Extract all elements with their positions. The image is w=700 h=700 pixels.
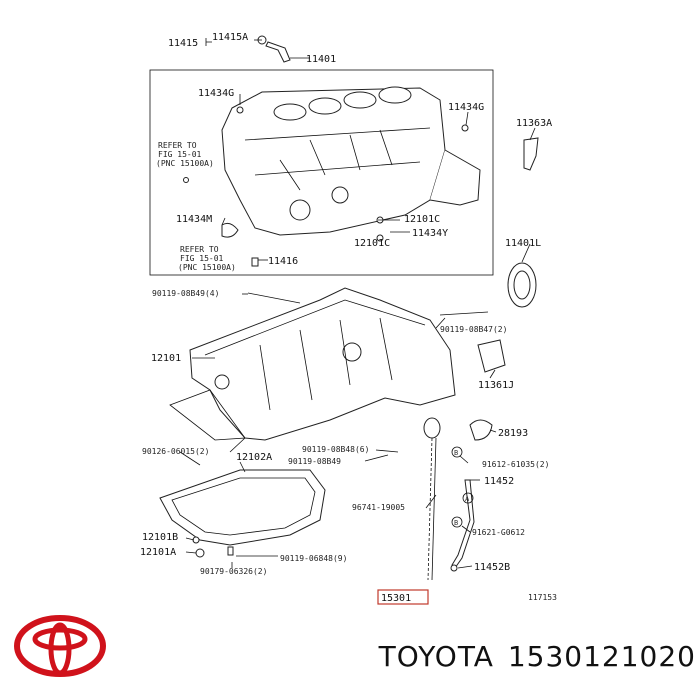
label-11452[interactable]: 11452 [484,476,514,487]
oil-pan-12102A-drawing [159,469,326,546]
label-12101B[interactable]: 12101B [142,532,178,543]
refer2-line2: FIG 15-01 [180,254,224,263]
part-number: 1530121020 [507,640,696,673]
label-96741-19005[interactable]: 96741-19005 [352,503,405,512]
label-91621-G0612[interactable]: 91621-G0612 [472,528,525,537]
seal-11401L-drawing [507,262,537,308]
leader-lines [179,38,536,569]
label-28193[interactable]: 28193 [498,428,528,439]
bolt-marker-b1-label: B [454,449,458,457]
label-11415A[interactable]: 11415A [212,32,248,43]
label-11434G-left[interactable]: 11434G [198,88,234,99]
label-90119-06848-9[interactable]: 90119-06848(9) [280,554,347,563]
bolt-marker-b1 [451,446,463,458]
label-90126-06015-2[interactable]: 90126-06015(2) [142,447,209,456]
label-11361J[interactable]: 11361J [478,380,514,391]
label-12101C-top[interactable]: 12101C [404,214,440,225]
label-91612-61035-2[interactable]: 91612-61035(2) [482,460,549,469]
part-15301-box [377,589,429,605]
label-11363A[interactable]: 11363A [516,118,552,129]
bolt-marker-a [462,492,474,504]
label-11434M[interactable]: 11434M [176,214,212,225]
label-90119-08B47-2[interactable]: 90119-08B47(2) [440,325,507,334]
brand-name: TOYOTA [378,640,494,673]
label-11434G-right[interactable]: 11434G [448,102,484,113]
bolt-marker-b2-label: B [454,519,458,527]
cylinder-block-drawing [221,86,481,236]
label-11452B[interactable]: 11452B [474,562,510,573]
refer1-line2: FIG 15-01 [158,150,202,159]
label-11415[interactable]: 11415 [168,38,198,49]
crankcase-12101-drawing [169,287,456,441]
refer2-line1: REFER TO [180,245,219,254]
toyota-logo-icon [14,615,106,677]
label-90119-08B48-6[interactable]: 90119-08B48(6) [302,445,369,454]
footer-caption: TOYOTA 1530121020 [312,640,696,673]
bolt-marker-a-label: A [465,495,470,503]
cylinder-block-frame [149,69,494,276]
dipstick-15301-drawing [423,417,441,581]
gasket-28193-drawing [469,419,493,441]
label-11434Y[interactable]: 11434Y [412,228,448,239]
dowel-11415-drawing [257,35,291,63]
label-90119-08B49-4[interactable]: 90119-08B49(4) [152,289,219,298]
label-12101A[interactable]: 12101A [140,547,176,558]
label-12101[interactable]: 12101 [151,353,181,364]
label-15301[interactable]: 15301 [381,593,411,604]
refer1-line1: REFER TO [158,141,197,150]
drawing-number: 117153 [528,593,557,602]
bolt-marker-b2 [451,516,463,528]
label-90119-08B49[interactable]: 90119-08B49 [288,457,341,466]
plate-11361J-drawing [477,339,506,373]
label-12101C-bottom[interactable]: 12101C [354,238,390,249]
label-11401[interactable]: 11401 [306,54,336,65]
label-90179-06326-2[interactable]: 90179-06326(2) [200,567,267,576]
label-11416[interactable]: 11416 [268,256,298,267]
plate-11363A-drawing [523,137,539,171]
label-11401L[interactable]: 11401L [505,238,541,249]
label-12102A[interactable]: 12102A [236,452,272,463]
refer1-line3: (PNC 15100A) [156,159,214,168]
refer2-line3: (PNC 15100A) [178,263,236,272]
